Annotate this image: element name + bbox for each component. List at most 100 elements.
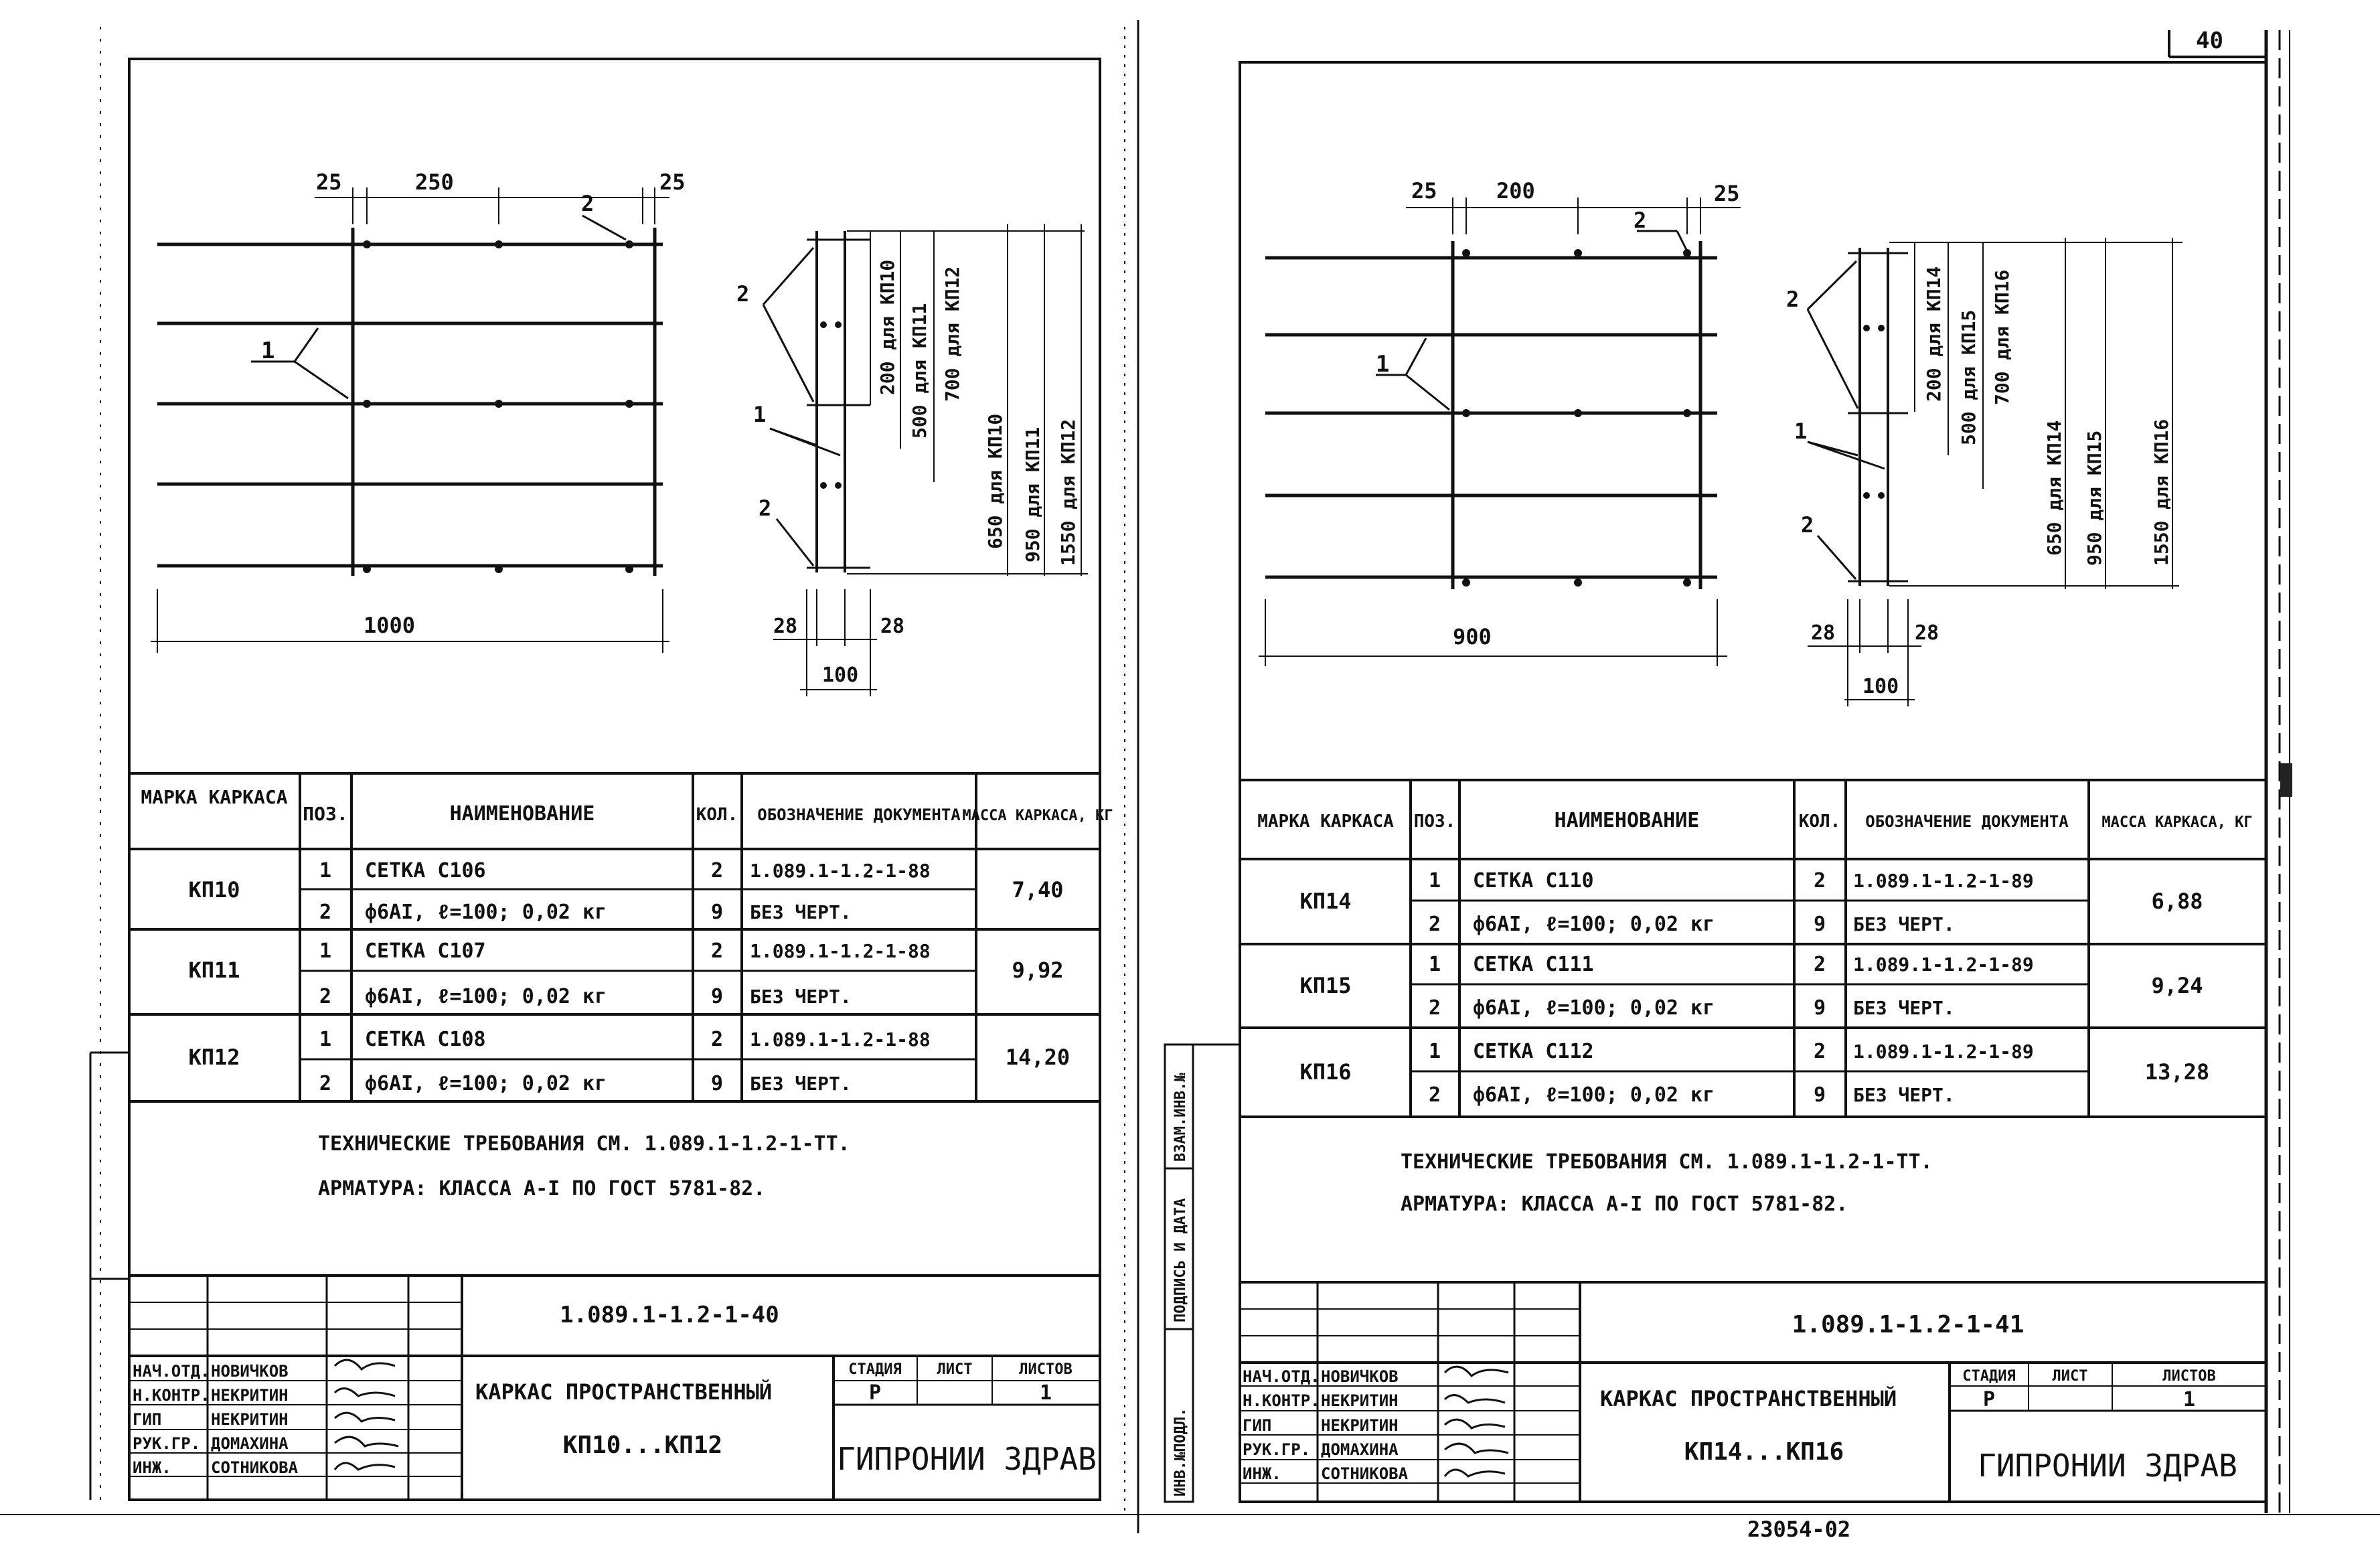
doc-cell: 1.089.1-1.2-1-89 xyxy=(1853,870,2034,892)
hdr-mark: МАРКА КАРКАСА xyxy=(1257,812,1394,832)
hdr-name: НАИМЕНОВАНИЕ xyxy=(1555,809,1700,832)
signature xyxy=(1443,1468,1506,1478)
right-side-section: 2 1 2 28 28 100 xyxy=(1786,238,2183,706)
qty-cell: 9 xyxy=(711,901,723,924)
left-sheet: 25 250 25 2 1 1000 2 xyxy=(89,27,1113,1501)
vdim-200: 200 для КП14 xyxy=(1923,266,1945,402)
qty-cell: 2 xyxy=(1814,953,1826,976)
pos-cell: 1 xyxy=(319,859,331,882)
name-cell: ф6АI, ℓ=100; 0,02 кг xyxy=(1473,1083,1715,1107)
side-stamp-strip xyxy=(1164,1043,1194,1503)
vdim-500: 500 для КП11 xyxy=(908,303,931,439)
pos-cell: 1 xyxy=(1429,869,1441,893)
dim-top-left: 25 xyxy=(316,169,342,195)
organization: ГИПРОНИИ ЗДРАВ xyxy=(1978,1448,2237,1484)
callout-1: 1 xyxy=(261,337,274,364)
connector-dot xyxy=(363,400,371,408)
organization: ГИПРОНИИ ЗДРАВ xyxy=(837,1441,1097,1477)
stamp-inv-podl: ИНВ.№ПОДЛ. xyxy=(1172,1408,1189,1496)
pos-cell: 1 xyxy=(319,1028,331,1051)
scan-mark xyxy=(2280,763,2292,797)
dim-28-left: 28 xyxy=(773,615,797,638)
qty-cell: 9 xyxy=(1814,996,1826,1020)
dim-100: 100 xyxy=(1862,675,1899,698)
person-name: ДОМАХИНА xyxy=(211,1434,289,1453)
mark-cell: КП16 xyxy=(1299,1059,1351,1085)
mark-cell: КП11 xyxy=(188,957,240,983)
person-name: НЕКРИТИН xyxy=(211,1386,289,1405)
qty-cell: 2 xyxy=(711,1028,723,1051)
title-line-2: КП14...КП16 xyxy=(1684,1438,1844,1466)
corner-page-number: 40 xyxy=(2196,27,2223,54)
pos-cell: 2 xyxy=(319,985,331,1008)
person-name: НЕКРИТИН xyxy=(211,1410,289,1429)
mark-cell: КП15 xyxy=(1299,973,1351,998)
side-callout-2a: 2 xyxy=(1786,287,1799,312)
mass-cell: 9,24 xyxy=(2151,973,2203,998)
hdr-doc: ОБОЗНАЧЕНИЕ ДОКУМЕНТА xyxy=(1865,812,2069,831)
note-tech: ТЕХНИЧЕСКИЕ ТРЕБОВАНИЯ СМ. 1.089.1-1.2-1… xyxy=(318,1132,850,1156)
person-name: ДОМАХИНА xyxy=(1321,1440,1399,1459)
role: ГИП xyxy=(133,1410,161,1429)
doc-cell: 1.089.1-1.2-1-89 xyxy=(1853,1040,2034,1063)
vdim-1550: 1550 для КП12 xyxy=(1057,419,1079,566)
signature xyxy=(333,1359,396,1371)
left-spec-table: МАРКА КАРКАСА ПОЗ. НАИМЕНОВАНИЕ КОЛ. ОБО… xyxy=(128,772,1113,1103)
mass-cell: 13,28 xyxy=(2145,1059,2209,1085)
role: ИНЖ. xyxy=(1243,1464,1281,1483)
person-name: НЕКРИТИН xyxy=(1321,1416,1399,1435)
dim-28-left: 28 xyxy=(1811,621,1835,645)
signature xyxy=(333,1411,396,1423)
role: ГИП xyxy=(1243,1416,1271,1435)
vdim-950: 950 для КП11 xyxy=(1022,427,1044,562)
stage-label: СТАДИЯ xyxy=(1962,1368,2015,1385)
role: НАЧ.ОТД. xyxy=(1243,1367,1320,1386)
name-cell: СЕТКА С107 xyxy=(365,939,486,963)
qty-cell: 2 xyxy=(711,939,723,963)
vdim-1550: 1550 для КП16 xyxy=(2150,419,2172,566)
doc-cell: БЕЗ ЧЕРТ. xyxy=(1853,997,1955,1019)
connector-dot xyxy=(495,565,503,573)
dim-width: 900 xyxy=(1453,624,1492,649)
signature xyxy=(333,1462,396,1471)
hdr-qty: КОЛ. xyxy=(1799,812,1841,832)
mass-cell: 14,20 xyxy=(1006,1045,1070,1070)
role: РУК.ГР. xyxy=(1243,1440,1310,1459)
stage-value: Р xyxy=(869,1381,881,1405)
person-name: НОВИЧКОВ xyxy=(1321,1367,1399,1386)
mark-cell: КП14 xyxy=(1299,889,1351,914)
qty-cell: 9 xyxy=(711,985,723,1008)
side-callout-2b: 2 xyxy=(759,495,771,521)
dim-top-mid: 200 xyxy=(1496,178,1535,204)
sheets-value: 1 xyxy=(1040,1381,1052,1405)
connector-dot xyxy=(363,240,371,248)
qty-cell: 2 xyxy=(1814,1040,1826,1063)
mass-cell: 7,40 xyxy=(1012,877,1063,903)
doc-cell: БЕЗ ЧЕРТ. xyxy=(750,1073,852,1095)
person-name: НОВИЧКОВ xyxy=(211,1362,289,1381)
connector-dot xyxy=(625,400,633,408)
stage-label: СТАДИЯ xyxy=(848,1361,901,1378)
name-cell: ф6АI, ℓ=100; 0,02 кг xyxy=(365,1072,607,1095)
signature xyxy=(333,1387,396,1397)
side-callout-2a: 2 xyxy=(736,281,749,307)
pos-cell: 2 xyxy=(319,901,331,924)
signature xyxy=(334,1436,399,1448)
hdr-mass: МАССА КАРКАСА, КГ xyxy=(2101,814,2252,831)
dim-top-right: 25 xyxy=(1714,181,1740,206)
pos-cell: 1 xyxy=(319,939,331,963)
right-plan-view: 25 200 25 2 1 900 xyxy=(1259,178,1741,666)
stamp-vzam: ВЗАМ.ИНВ.№ xyxy=(1172,1073,1189,1162)
dim-top-mid: 250 xyxy=(415,169,454,195)
sheets-label: ЛИСТОВ xyxy=(2162,1368,2215,1385)
side-callout-1: 1 xyxy=(753,402,766,427)
doc-cell: 1.089.1-1.2-1-88 xyxy=(750,940,931,962)
callout-leader xyxy=(293,327,319,362)
pos-cell: 2 xyxy=(1429,913,1441,936)
doc-cell: БЕЗ ЧЕРТ. xyxy=(1853,1084,1955,1106)
note-rebar: АРМАТУРА: КЛАССА А-I ПО ГОСТ 5781-82. xyxy=(1401,1192,1848,1216)
doc-number: 1.089.1-1.2-1-40 xyxy=(560,1302,779,1328)
name-cell: СЕТКА С112 xyxy=(1473,1040,1594,1063)
dim-100: 100 xyxy=(822,664,858,687)
vdim-650: 650 для КП14 xyxy=(2043,420,2065,556)
